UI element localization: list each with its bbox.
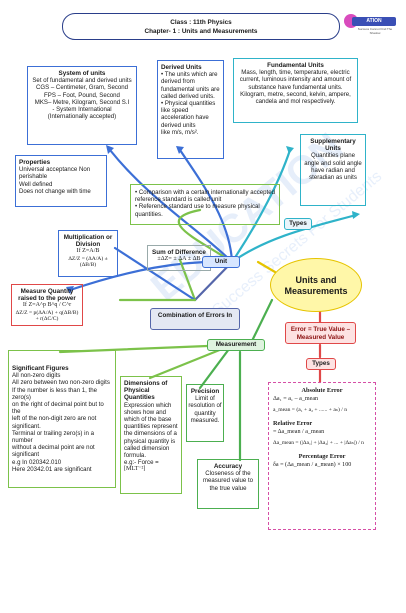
fundamental-units-box: Fundamental Units Mass, length, time, te… (233, 58, 358, 123)
brand-logo: ATION Success Cannot Find The Shadow (342, 9, 398, 39)
relative-error-f1: = Δa_mean / a_mean (273, 429, 325, 436)
derived-units-b2: • Physical quantities like speed acceler… (161, 100, 216, 129)
unit-node: Unit (202, 256, 240, 268)
error-definition-node: Error = True Value – Measured Value (285, 322, 356, 344)
percentage-error-title: Percentage Error (298, 453, 346, 460)
precision-box: Precision Limit of resolution of quantit… (186, 384, 224, 442)
dimensions-formula: [MLT⁻²] (124, 466, 146, 473)
multiplication-f1: If Z=A/B (76, 248, 100, 255)
dimensions-eg: e.g:- Force = (124, 459, 159, 467)
system-cgs: CGS – Centimeter, Gram, Second (35, 84, 129, 92)
combination-errors-node: Combination of Errors In (150, 308, 240, 330)
derived-units-title: Derived Units (161, 64, 202, 71)
unit-definition-box: • Comparison with a certain internationa… (130, 184, 280, 225)
properties-box: Properties Universal acceptance Non peri… (15, 155, 107, 207)
power-box: Measure Quantity raised to the power If … (11, 284, 83, 326)
significant-figures-box: Significant Figures All non-zero digits … (8, 350, 116, 488)
fundamental-units-title: Fundamental Units (267, 62, 324, 69)
significant-line-1: All zero between two non-zero digits (12, 379, 110, 387)
logo-name: ATION (352, 17, 396, 26)
central-topic-line1: Units and (295, 275, 337, 285)
significant-line-4: left of the non-digit zero are not signi… (12, 415, 97, 430)
relative-error-title: Relative Error (273, 420, 313, 427)
derived-units-box: Derived Units • The units which are deri… (157, 60, 224, 159)
sum-difference-f1: ±ΔZ= ± ΔA ± ΔB (157, 256, 201, 263)
absolute-error-f2: a_mean = (a₁ + a₂ + ...... + aₙ) / n (273, 407, 348, 414)
absolute-error-title: Absolute Error (301, 387, 343, 394)
types-unit-node: Types (284, 218, 312, 230)
chapter-line: Chapter- 1 : Units and Measurements (144, 28, 258, 35)
class-line: Class : 11th Physics (170, 19, 232, 26)
significant-line-3: on the right of decimal point but to the (12, 401, 104, 416)
measurement-node: Measurement (207, 339, 265, 351)
supplementary-units-box: Supplementary Units Quantities plane ang… (300, 134, 366, 206)
derived-units-b3: like m/s, m/s². (161, 128, 199, 136)
power-f1: If Z=A^p B^q / C^r (22, 302, 72, 309)
accuracy-box: Accuracy Closeness of the measured value… (197, 459, 259, 509)
logo-tagline: Success Cannot Find The Shadow (357, 27, 393, 35)
system-of-units-box: System of units Set of fundamental and d… (27, 66, 137, 145)
central-topic: Units and Measurements (270, 258, 362, 312)
significant-line-7: e.g In 020342.010 (12, 458, 62, 466)
unit-definition-b2: • Reference standard use to measure phys… (135, 203, 260, 218)
significant-line-5: Terminal or trailing zero(s) in a number (12, 429, 94, 445)
types-error-node: Types (306, 358, 336, 370)
percentage-error-f1: δa = (Δa_mean / a_mean) × 100 (273, 462, 352, 469)
system-si: - System International (52, 106, 112, 114)
supplementary-units-body: Quantities plane angle and solid angle h… (304, 152, 362, 182)
dimensions-box: Dimensions of Physical Quantities Expres… (120, 376, 182, 494)
system-of-units-title: System of units (58, 70, 106, 77)
sum-difference-title: Sum of Difference (152, 249, 206, 256)
significant-line-6: without a decimal point are not signific… (12, 444, 95, 459)
significant-line-8: Here 20342.01 are significant (12, 465, 92, 473)
accuracy-title: Accuracy (213, 463, 243, 470)
multiplication-division-box: Multiplication or Division If Z=A/B ΔZ/Z… (58, 230, 118, 277)
precision-body: Limit of resolution of quantity measured… (188, 395, 222, 424)
properties-l1: Universal acceptance Non perishable (19, 166, 91, 181)
significant-title: Significant Figures (12, 365, 69, 372)
unit-definition-b1: • Comparison with a certain internationa… (135, 189, 275, 204)
significant-line-0: All non-zero digits (12, 372, 61, 380)
power-title: Measure Quantity raised to the power (18, 288, 76, 303)
multiplication-title: Multiplication or Division (63, 234, 113, 249)
precision-title: Precision (190, 388, 220, 395)
system-fps: FPS – Foot, Pound, Second (44, 91, 120, 99)
dimensions-title: Dimensions of Physical Quantities (124, 380, 168, 402)
system-mks: MKS– Metre, Kilogram, Second S.I (34, 98, 130, 106)
supplementary-units-title: Supplementary Units (310, 138, 356, 153)
significant-line-2: If the number is less than 1, the zero(s… (12, 386, 98, 401)
error-types-box: Absolute Error Δa₁ = a₁ – a_mean a_mean … (268, 382, 376, 530)
fundamental-units-body: Mass, length, time, temperature, electri… (239, 69, 352, 106)
power-f2: ΔZ/Z = p(ΔA/A) + q(ΔB/B) + r(ΔC/C) (15, 309, 79, 323)
header-title-box: Class : 11th Physics Chapter- 1 : Units … (62, 13, 340, 40)
system-intl: (Internationally accepted) (47, 113, 117, 121)
dimensions-body: Expression which shows how and which of … (124, 401, 178, 460)
relative-error-f2: Δa_mean = (|Δa₁| + |Δa₂| + ... + |Δaₙ|) … (273, 440, 364, 447)
system-of-units-body: Set of fundamental and derived units (32, 77, 132, 85)
multiplication-f2: ΔZ/Z = (ΔA/A) ± (ΔB/B) (68, 255, 108, 269)
properties-l2: Well defined (19, 180, 53, 188)
derived-units-b1: • The units which are derived from funda… (161, 71, 220, 100)
properties-l3: Does not change with time (19, 187, 91, 195)
absolute-error-f1: Δa₁ = a₁ – a_mean (273, 396, 319, 403)
properties-title: Properties (19, 159, 51, 166)
central-topic-line2: Measurements (284, 286, 348, 296)
accuracy-body: Closeness of the measured value to the t… (202, 470, 254, 492)
